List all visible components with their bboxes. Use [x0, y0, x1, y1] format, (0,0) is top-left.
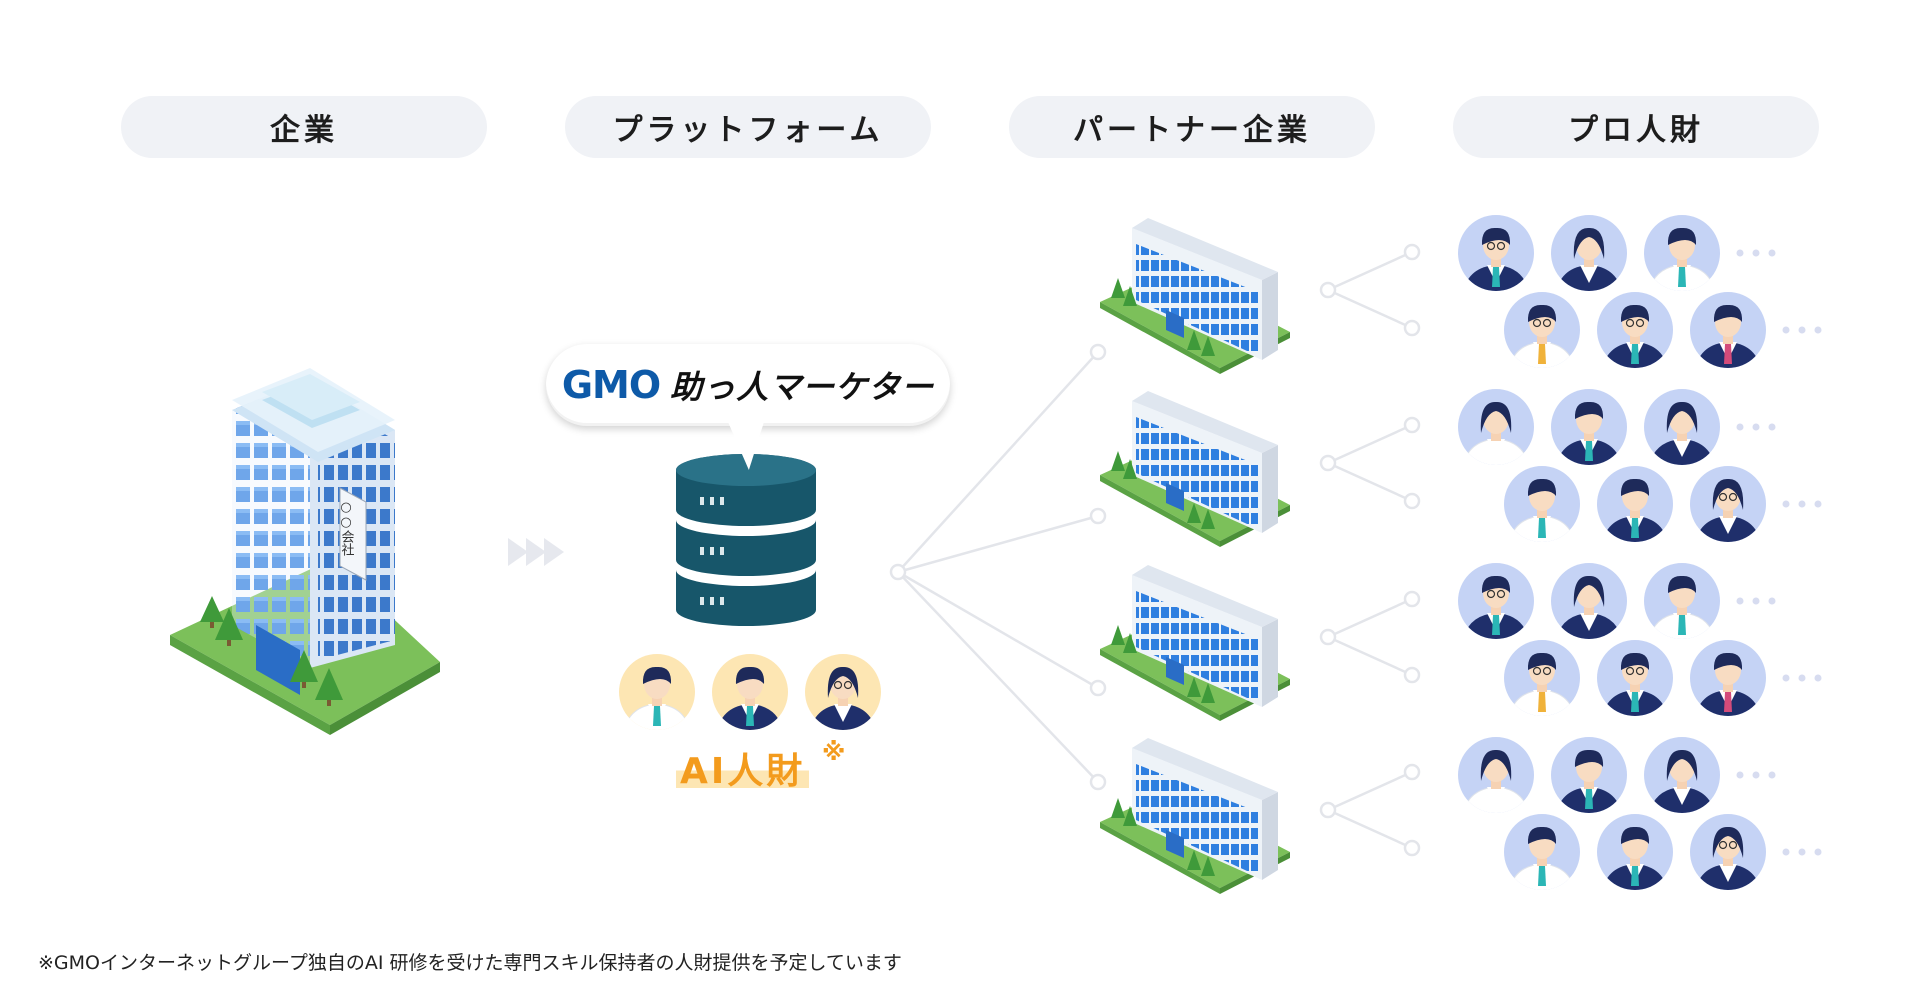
person-avatar — [1644, 215, 1720, 291]
ellipsis-dots — [1782, 674, 1822, 682]
logo-product: 助っ人マーケター — [670, 368, 935, 406]
person-avatar — [1644, 389, 1720, 465]
ellipsis-dots — [1782, 500, 1822, 508]
partner-building — [1100, 565, 1290, 721]
footnote: ※GMOインターネットグループ独自のAI 研修を受けた専門スキル保持者の人財提供… — [38, 952, 902, 974]
person-avatar — [712, 654, 788, 730]
building-sign: ○○会社 — [339, 500, 355, 556]
ellipsis-dots — [1782, 326, 1822, 334]
partner-fork-lines — [1319, 243, 1421, 857]
database-icon — [676, 454, 816, 626]
partner-buildings — [1100, 218, 1290, 894]
header-company: 企業 — [121, 96, 487, 158]
person-avatar — [1690, 640, 1766, 716]
person-avatar — [805, 654, 881, 730]
person-avatar — [619, 654, 695, 730]
person-avatar — [1551, 563, 1627, 639]
person-avatar — [1458, 389, 1534, 465]
connector-nodes — [889, 343, 1107, 791]
ai-talent-note-mark: ※ — [822, 738, 846, 766]
person-avatar — [1597, 292, 1673, 368]
person-avatar — [1551, 389, 1627, 465]
header-pro-label: プロ人財 — [1568, 113, 1704, 148]
person-avatar — [1644, 737, 1720, 813]
ai-avatars — [619, 654, 881, 730]
header-partner-label: パートナー企業 — [1073, 113, 1311, 148]
header-company-label: 企業 — [270, 113, 338, 148]
pro-avatars — [1458, 215, 1822, 890]
person-avatar — [1458, 563, 1534, 639]
ellipsis-dots — [1736, 249, 1776, 257]
person-avatar — [1597, 466, 1673, 542]
ai-talent-label: AI人財 — [676, 742, 810, 792]
person-avatar — [1504, 814, 1580, 890]
person-avatar — [1504, 466, 1580, 542]
person-avatar — [1458, 737, 1534, 813]
platform-connector-lines — [897, 351, 1099, 783]
partner-building — [1100, 218, 1290, 374]
person-avatar — [1690, 292, 1766, 368]
flow-arrows — [508, 538, 564, 566]
ellipsis-dots — [1736, 597, 1776, 605]
partner-building — [1100, 738, 1290, 894]
header-platform: プラットフォーム — [565, 96, 931, 158]
person-avatar — [1690, 814, 1766, 890]
person-avatar — [1504, 640, 1580, 716]
ellipsis-dots — [1736, 423, 1776, 431]
person-avatar — [1551, 215, 1627, 291]
person-avatar — [1597, 814, 1673, 890]
person-avatar — [1551, 737, 1627, 813]
header-platform-label: プラットフォーム — [612, 113, 884, 148]
ellipsis-dots — [1782, 848, 1822, 856]
person-avatar — [1644, 563, 1720, 639]
person-avatar — [1458, 215, 1534, 291]
logo-gmo: GMO — [561, 363, 661, 407]
header-pro: プロ人財 — [1453, 96, 1819, 158]
person-avatar — [1690, 466, 1766, 542]
header-partner: パートナー企業 — [1009, 96, 1375, 158]
person-avatar — [1504, 292, 1580, 368]
company-building: ○○会社 — [170, 368, 440, 735]
speech-bubble: GMO 助っ人マーケター — [546, 344, 950, 426]
partner-building — [1100, 391, 1290, 547]
person-avatar — [1597, 640, 1673, 716]
ellipsis-dots — [1736, 771, 1776, 779]
